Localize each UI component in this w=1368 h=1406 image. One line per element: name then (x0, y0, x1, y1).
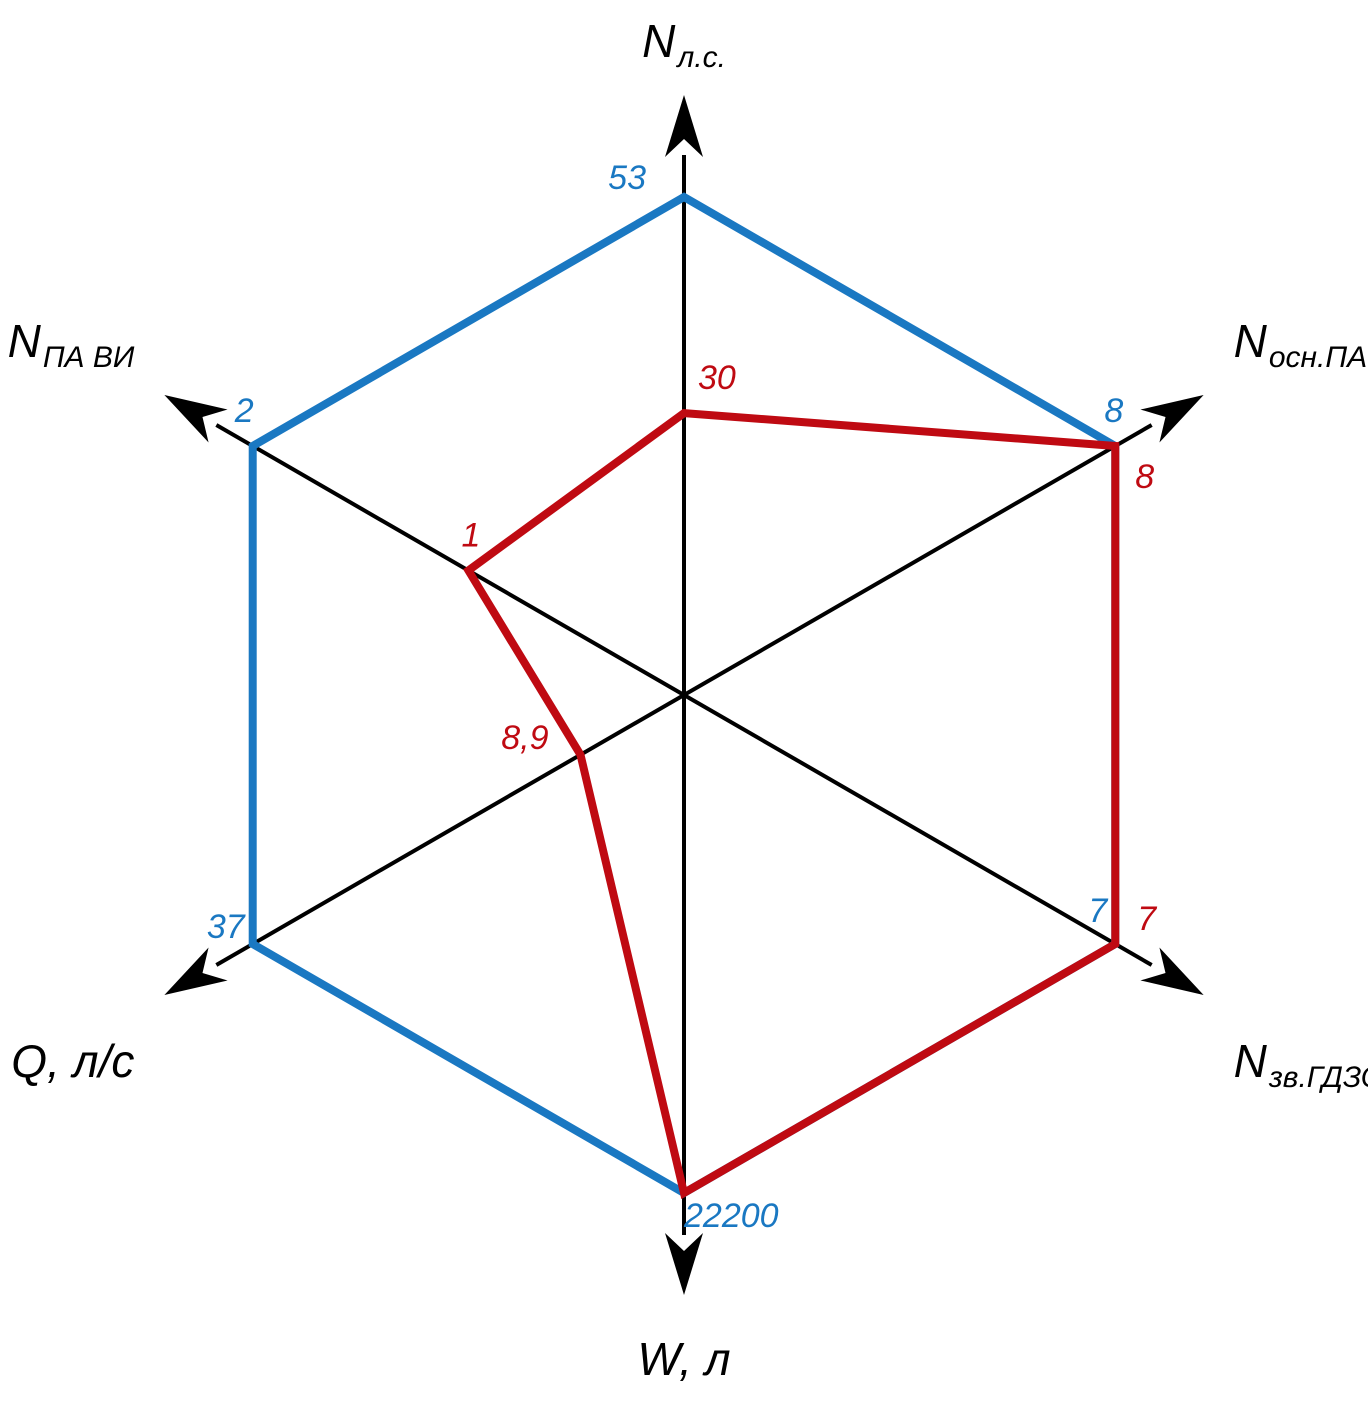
data-label: 8 (1104, 392, 1123, 430)
axis-arrowhead (665, 95, 703, 157)
axis-title-n-zv-gdzs: Nзв.ГДЗС (1234, 1035, 1368, 1094)
axis-title-subscript: зв.ГДЗС (1268, 1061, 1368, 1094)
axis-title-n-ls: Nл.с. (642, 15, 726, 74)
axis-line (215, 423, 686, 697)
axis-title-n-osn-pa: Nосн.ПА (1234, 315, 1368, 374)
data-label: 30 (698, 359, 736, 397)
axis-line (682, 423, 1153, 697)
axis-arrowhead (164, 395, 228, 443)
axis-title-w: W, л (637, 1333, 730, 1385)
axis-title-main: N (642, 15, 676, 67)
axis-title-subscript: ПА ВИ (43, 341, 135, 374)
data-label: 7 (1088, 892, 1108, 930)
series-inner-polygon (463, 408, 1120, 1200)
axis-arrowhead (164, 947, 228, 995)
data-label: 37 (207, 908, 246, 946)
data-label: 53 (608, 159, 646, 197)
data-label: 8 (1135, 458, 1154, 496)
axis-title-n-pa-vi: NПА ВИ (8, 315, 135, 374)
axis-title-subscript: л.с. (675, 41, 726, 74)
data-label: 8,9 (501, 719, 548, 757)
axis-title-main: N (1234, 1035, 1268, 1087)
data-label: 1 (461, 517, 480, 555)
axis-line (682, 693, 1153, 967)
axis-title-main: Q, л/с (11, 1035, 134, 1087)
axis-arrowhead (1140, 395, 1204, 443)
axis-title-main: N (8, 315, 42, 367)
series-layer (248, 192, 1120, 1200)
axis-line (215, 693, 686, 967)
axis-title-main: N (1234, 315, 1268, 367)
axis-title-main: W, л (637, 1333, 730, 1385)
data-label: 2 (234, 392, 254, 430)
data-label: 22200 (683, 1197, 779, 1235)
axis-title-q: Q, л/с (11, 1035, 134, 1087)
axis-title-subscript: осн.ПА (1269, 341, 1367, 374)
axis-arrowhead (1140, 947, 1204, 995)
axes-layer (164, 95, 1204, 1295)
data-label: 7 (1137, 900, 1157, 938)
axis-arrowhead (665, 1233, 703, 1295)
